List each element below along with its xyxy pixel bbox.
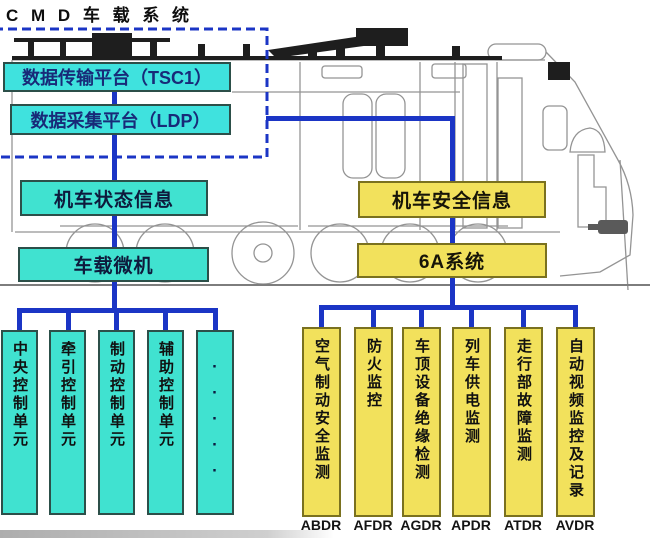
connector-platform-to-status (112, 92, 117, 181)
connector-platform-to-safety-h (266, 116, 455, 121)
unit-traction-control-box: 牵引控制单元 (49, 330, 86, 515)
unit-auxiliary-control-box: 辅助控制单元 (147, 330, 184, 515)
right-stub-1 (319, 308, 324, 328)
subsystem-fire-monitor-label: 防火监控 (365, 338, 382, 410)
onboard-computer-label: 车载微机 (73, 256, 154, 277)
right-branch-bar (319, 305, 578, 310)
right-stub-6 (573, 308, 578, 328)
code-abdr: ABDR (300, 517, 342, 533)
loco-safety-info-box: 机车安全信息 (358, 181, 546, 218)
code-agdr: AGDR (400, 517, 442, 533)
bottom-gray-strip (0, 530, 334, 538)
left-stub-5 (213, 311, 218, 331)
right-stub-5 (521, 308, 526, 328)
right-stub-2 (371, 308, 376, 328)
onboard-computer-box: 车载微机 (18, 247, 209, 282)
left-stub-4 (163, 311, 168, 331)
subsystem-running-gear-box: 走行部故障监测 (504, 327, 543, 517)
unit-brake-control-box: 制动控制单元 (98, 330, 135, 515)
subsystem-roof-insulation-box: 车顶设备绝缘检测 (402, 327, 441, 517)
loco-status-info-box: 机车状态信息 (20, 180, 208, 216)
code-apdr: APDR (451, 517, 491, 533)
code-avdr: AVDR (555, 517, 595, 533)
left-stub-3 (114, 311, 119, 331)
unit-traction-control-label: 牵引控制单元 (59, 341, 76, 449)
code-afdr: AFDR (353, 517, 393, 533)
subsystem-video-record-box: 自动视频监控及记录 (556, 327, 595, 517)
data-collection-platform-box: 数据采集平台（LDP） (10, 104, 231, 135)
connector-safety-to-6a (450, 217, 455, 244)
data-transmission-platform-label: 数据传输平台（TSC1） (21, 68, 212, 88)
data-transmission-platform-box: 数据传输平台（TSC1） (3, 62, 231, 92)
unit-auxiliary-control-label: 辅助控制单元 (157, 341, 174, 449)
right-stub-3 (419, 308, 424, 328)
subsystem-video-record-label: 自动视频监控及记录 (567, 338, 584, 500)
left-stub-1 (17, 311, 22, 331)
loco-safety-info-label: 机车安全信息 (391, 191, 512, 212)
subsystem-running-gear-label: 走行部故障监测 (515, 338, 532, 464)
data-collection-platform-label: 数据采集平台（LDP） (30, 110, 211, 131)
unit-central-control-label: 中央控制单元 (11, 341, 28, 449)
left-branch-bar (17, 308, 218, 313)
unit-ellipsis-box: ····· (196, 330, 234, 515)
diagram-title: C M D 车 载 系 统 (6, 6, 194, 25)
connector-6a-to-branch (450, 276, 455, 308)
connector-computer-to-branch (112, 281, 117, 312)
connector-platform-to-safety-v (450, 116, 455, 182)
code-atdr: ATDR (504, 517, 542, 533)
connector-status-to-computer (112, 215, 117, 248)
platform-dashed-border (0, 27, 269, 159)
subsystem-train-power-box: 列车供电监测 (452, 327, 491, 517)
unit-central-control-box: 中央控制单元 (1, 330, 38, 515)
subsystem-air-brake-box: 空气制动安全监测 (302, 327, 341, 517)
subsystem-train-power-label: 列车供电监测 (463, 338, 480, 446)
left-stub-2 (66, 311, 71, 331)
subsystem-air-brake-label: 空气制动安全监测 (313, 338, 330, 482)
unit-brake-control-label: 制动控制单元 (108, 341, 125, 449)
loco-status-info-label: 机车状态信息 (53, 189, 174, 211)
right-stub-4 (469, 308, 474, 328)
subsystem-roof-insulation-label: 车顶设备绝缘检测 (413, 338, 430, 482)
6a-system-box: 6A系统 (357, 243, 547, 278)
subsystem-fire-monitor-box: 防火监控 (354, 327, 393, 517)
unit-ellipsis-dots: ····· (205, 357, 225, 487)
6a-system-label: 6A系统 (418, 252, 486, 273)
